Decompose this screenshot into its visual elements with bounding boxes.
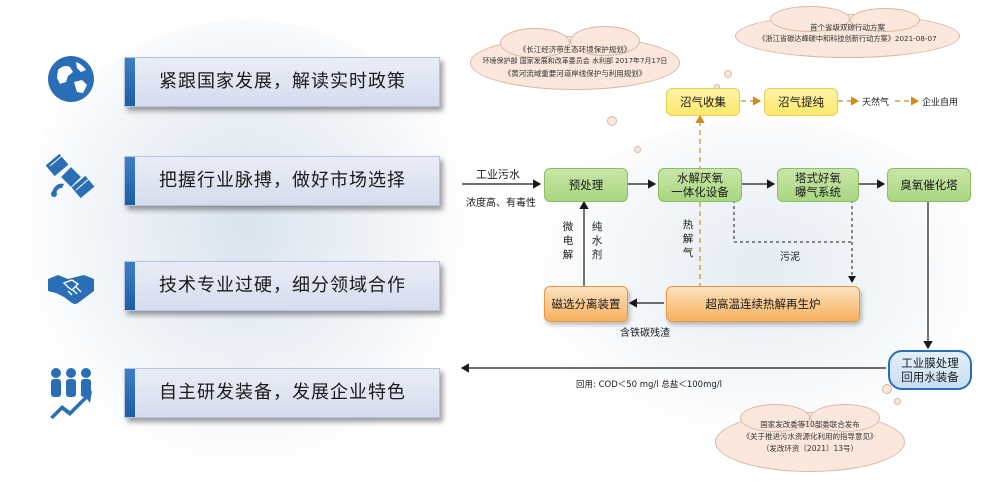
thought-bubble (724, 70, 732, 78)
node-label: 曝气系统 (795, 185, 841, 199)
micro-electrolysis-label: 微电解 (562, 221, 574, 261)
cloud-text-line: 环境保护部 国家发展和改革委员会 水利部 2017年7月17日 (482, 57, 668, 65)
biogas-purify-node: 沼气提纯 (764, 88, 838, 116)
pyrolysis-gas-label: 热解气 (682, 219, 694, 259)
thought-bubble (607, 116, 617, 126)
globe-icon (48, 56, 94, 102)
aerobic-node: 塔式好氧曝气系统 (777, 168, 859, 202)
cloud-puff (570, 26, 640, 56)
cloud-text-line: 首个省级双碳行动方案 (810, 23, 885, 32)
satellite-icon (46, 153, 95, 199)
thought-bubble (714, 84, 720, 90)
pure-water-agent-label: 纯水剂 (591, 221, 603, 261)
banner-technology: 技术专业过硬，细分领域合作 (124, 261, 440, 311)
magnetic-separator-node: 磁选分离装置 (544, 286, 628, 322)
node-label: 磁选分离装置 (551, 297, 621, 311)
banner-text: 技术专业过硬，细分领域合作 (159, 275, 406, 296)
node-label: 沼气收集 (680, 95, 726, 109)
banner-market: 把握行业脉搏，做好市场选择 (124, 156, 440, 206)
input-label: 工业污水 (476, 168, 520, 181)
thought-bubble (882, 384, 892, 394)
node-label: 臭氧催化塔 (900, 178, 958, 192)
cloud-puff (850, 8, 920, 32)
membrane-node: 工业膜处理回用水装备 (888, 350, 972, 390)
natural-gas-label: 天然气 (862, 98, 890, 108)
node-label: 回用水装备 (901, 370, 959, 384)
node-label: 塔式好氧 (795, 171, 841, 185)
handshake-icon (48, 275, 94, 304)
cloud-text-line: 《长江经济带生态环境保护规划》 (518, 45, 632, 54)
node-label: 超高温连续热解再生炉 (705, 297, 821, 311)
banner-text: 紧跟国家发展，解读实时政策 (159, 71, 406, 92)
team-growth-icon (50, 368, 92, 419)
cloud-puff (500, 28, 570, 58)
node-label: 工业膜处理 (901, 356, 959, 370)
biogas-collect-node: 沼气收集 (666, 88, 740, 116)
thought-bubble (894, 398, 901, 405)
thought-bubble (634, 146, 641, 153)
banner-text: 把握行业脉搏，做好市场选择 (159, 170, 406, 191)
input-note: 浓度高、有毒性 (466, 198, 536, 209)
node-label: 预处理 (568, 178, 604, 192)
node-label: 一体化设备 (671, 185, 729, 199)
cloud-puff (740, 404, 810, 432)
self-use-label: 企业自用 (922, 98, 959, 108)
node-label: 沼气提纯 (778, 95, 824, 109)
pretreatment-node: 预处理 (544, 168, 628, 202)
reuse-spec-label: 回用: COD＜50 mg/l 总盐＜100mg/l (576, 380, 722, 390)
banner-text: 自主研发装备，发展企业特色 (159, 382, 406, 403)
banner-equipment: 自主研发装备，发展企业特色 (124, 368, 440, 418)
anaerobic-node: 水解厌氧一体化设备 (658, 168, 742, 202)
pyrolysis-furnace-node: 超高温连续热解再生炉 (666, 286, 860, 322)
cloud-text-line: 《浙江省碳达峰碳中和科技创新行动方案》2021-08-07 (758, 34, 937, 43)
cloud-puff (770, 6, 850, 32)
sludge-label: 污泥 (780, 252, 800, 263)
cloud-text-line: 《黄河流域重要河道岸线保护与利用规划》 (503, 69, 647, 78)
node-label: 水解厌氧 (677, 171, 723, 185)
cloud-text-line: （发改环资〔2021〕13号） (761, 444, 859, 453)
banner-policy: 紧跟国家发展，解读实时政策 (124, 57, 440, 107)
iron-carbon-residue-label: 含铁碳残渣 (620, 328, 670, 339)
ozone-node: 臭氧催化塔 (887, 168, 971, 202)
cloud-text-line: 国家发改委等10部委联合发布 (760, 420, 860, 429)
cloud-puff (810, 404, 880, 432)
cloud-text-line: 《关于推进污水资源化利用的指导意见》 (742, 432, 878, 441)
